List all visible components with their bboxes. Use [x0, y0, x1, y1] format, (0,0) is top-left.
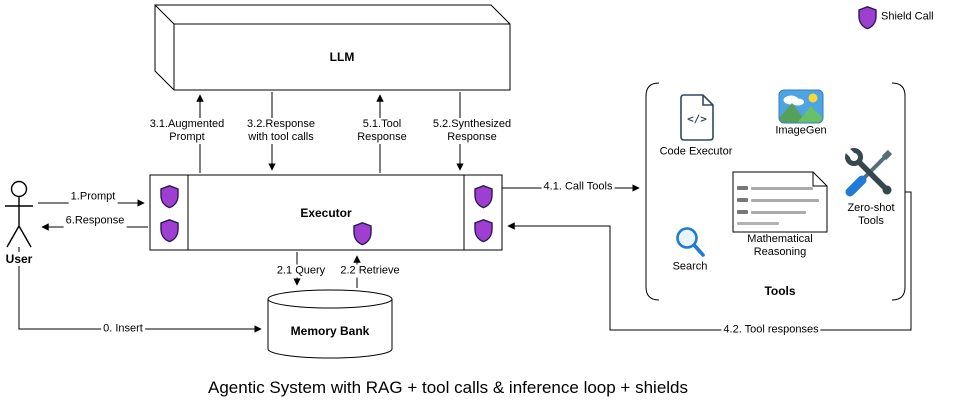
- executor-node: [149, 174, 503, 251]
- landscape-picture-icon: [778, 89, 824, 124]
- tools-group-label: Tools: [764, 283, 796, 298]
- code-executor-label: Code Executor: [659, 145, 733, 158]
- tools-bracket-right: [891, 82, 906, 301]
- edge-query-label: 2.1 Query: [274, 264, 328, 278]
- memory-bank-node: [267, 289, 393, 359]
- user-figure: [5, 180, 33, 248]
- executor-label: Executor: [300, 205, 352, 220]
- imagegen-label: ImageGen: [775, 124, 827, 137]
- shield-icon: [160, 185, 179, 209]
- edge-response-with-tool-calls-label: 3.2.Response with tool calls: [245, 118, 317, 144]
- code-document-icon: [680, 94, 714, 141]
- search-label: Search: [672, 260, 708, 273]
- tools-bracket-left: [645, 82, 660, 301]
- diagram-title: Agentic System with RAG + tool calls & i…: [207, 378, 689, 397]
- shield-icon: [160, 219, 179, 243]
- edge-synthesized-response-label: 5.2.Synthesized Response: [430, 118, 514, 144]
- shield-icon: [353, 222, 372, 246]
- edge-retrieve-label: 2.2 Retrieve: [338, 264, 402, 278]
- llm-label: LLM: [329, 49, 355, 64]
- legend-shield-label: Shield Call: [881, 10, 934, 23]
- shield-icon: [474, 219, 493, 243]
- user-label: User: [3, 251, 35, 267]
- zero-shot-label: Zero-shot Tools: [847, 202, 895, 227]
- memory-bank-label: Memory Bank: [290, 323, 370, 338]
- llm-node: [154, 4, 511, 91]
- formula-document-icon: [732, 171, 828, 233]
- edge-insert-label: 0. Insert: [101, 322, 145, 336]
- shield-icon: [474, 185, 493, 209]
- edge-augmented-prompt-label: 3.1.Augmented Prompt: [147, 118, 227, 144]
- edge-prompt-label: 1.Prompt: [68, 190, 118, 204]
- edge-call-tools-label: 4.1. Call Tools: [541, 180, 615, 194]
- edge-response-label: 6.Response: [63, 214, 127, 228]
- arrow-insert: [18, 247, 262, 333]
- math-reasoning-label: Mathematical Reasoning: [747, 233, 813, 258]
- edge-tool-response-label: 5.1.Tool Response: [355, 118, 409, 144]
- edge-tool-responses-label: 4.2. Tool responses: [721, 323, 821, 337]
- magnifying-glass-icon: [676, 227, 705, 257]
- legend-shield-icon: [858, 6, 877, 30]
- code-glyph: </>: [687, 112, 707, 126]
- crossed-wrench-screwdriver-icon: [841, 144, 893, 197]
